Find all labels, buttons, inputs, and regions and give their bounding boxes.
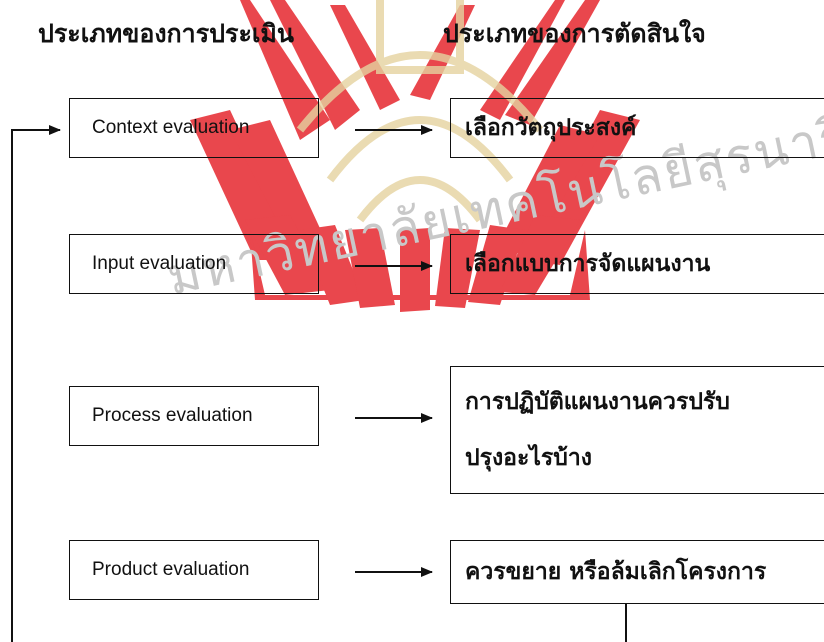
context-decision-box: เลือกวัตถุประสงค์ xyxy=(450,98,824,158)
evaluation-types-heading: ประเภทของการประเมิน xyxy=(38,19,294,48)
process-evaluation-box: Process evaluation xyxy=(69,386,319,446)
product-evaluation-label: Product evaluation xyxy=(92,559,250,580)
product-decision-label: ควรขยาย หรือล้มเลิกโครงการ xyxy=(465,558,767,585)
input-evaluation-box: Input evaluation xyxy=(69,234,319,294)
feedback-loop-left xyxy=(11,125,61,642)
input-decision-box: เลือกแบบการจัดแผนงาน xyxy=(450,234,824,294)
process-decision-line-2: ปรุงอะไรบ้าง xyxy=(465,444,593,471)
process-decision-line-1: การปฏิบัติแผนงานควรปรับ xyxy=(465,388,730,415)
input-decision-label: เลือกแบบการจัดแผนงาน xyxy=(465,250,711,277)
product-evaluation-box: Product evaluation xyxy=(69,540,319,600)
process-decision-box: การปฏิบัติแผนงานควรปรับ ปรุงอะไรบ้าง xyxy=(450,366,824,494)
context-evaluation-box: Context evaluation xyxy=(69,98,319,158)
context-evaluation-label: Context evaluation xyxy=(92,117,250,138)
process-evaluation-label: Process evaluation xyxy=(92,405,253,426)
context-decision-label: เลือกวัตถุประสงค์ xyxy=(465,114,637,141)
input-evaluation-label: Input evaluation xyxy=(92,253,227,274)
decision-types-heading: ประเภทของการตัดสินใจ xyxy=(443,19,706,48)
product-decision-box: ควรขยาย หรือล้มเลิกโครงการ xyxy=(450,540,824,604)
